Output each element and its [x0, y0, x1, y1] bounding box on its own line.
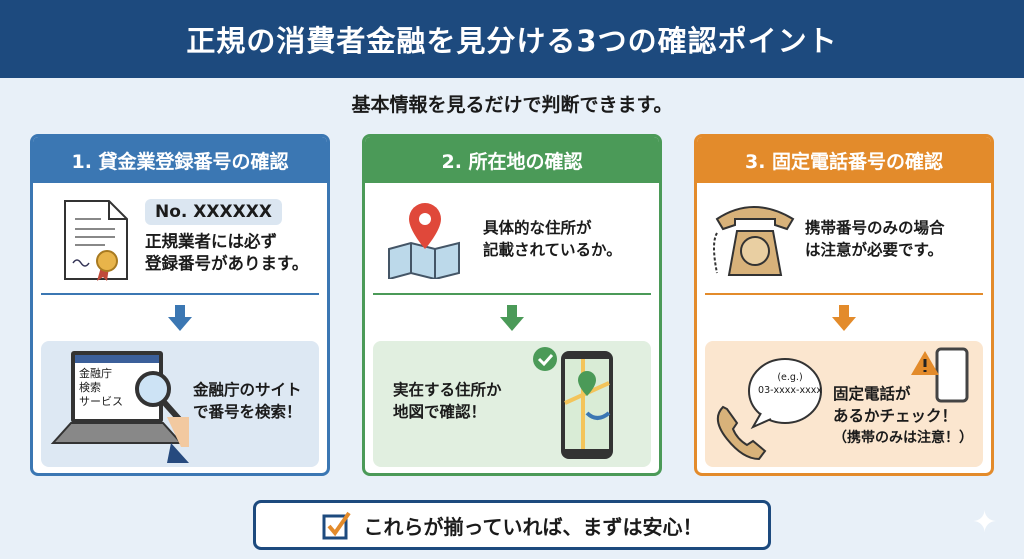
- card-top-text: 具体的な住所が記載されているか。: [483, 219, 622, 259]
- card-header: 1. 貸金業登録番号の確認: [33, 137, 327, 183]
- card-address: 2. 所在地の確認 具体的な住所が記載されているか。 実在する住所か地図で確認！: [362, 134, 662, 476]
- map-pin-icon: [388, 203, 460, 279]
- card-bottom-panel: (e.g.)03-xxxx-xxxx 固定電話があるかチェック！（携帯のみは注意…: [705, 341, 983, 467]
- phone-handset-speech-icon: [716, 358, 822, 461]
- subtitle: 基本情報を見るだけで判断できます。: [351, 94, 673, 116]
- card-top-text: 携帯番号のみの場合は注意が必要です。: [805, 219, 945, 259]
- laptop-search-icon: [50, 351, 189, 463]
- speech-bubble-text: (e.g.)03-xxxx-xxxx: [758, 372, 822, 396]
- warning-smartphone-icon: [911, 347, 969, 403]
- card-landline: 3. 固定電話番号の確認 携帯番号のみの場合は注意が必要です。 (e.g.)03…: [694, 134, 994, 476]
- card-bottom-text: 固定電話があるかチェック！（携帯のみは注意！）: [833, 385, 973, 446]
- card-header: 2. 所在地の確認: [365, 137, 659, 183]
- card-header: 3. 固定電話番号の確認: [697, 137, 991, 183]
- card-bottom-panel: 実在する住所か地図で確認！: [373, 341, 651, 467]
- banner-text: これらが揃っていれば、まずは安心！: [363, 514, 703, 539]
- certificate-icon: [64, 200, 128, 281]
- card-top-text: 正規業者には必ず登録番号があります。: [145, 232, 309, 273]
- checkbox-check-icon: [322, 511, 351, 540]
- divider: [705, 293, 983, 295]
- divider: [373, 293, 651, 295]
- page-title: 正規の消費者金融を見分ける3つの確認ポイント: [186, 24, 838, 58]
- title-bar: 正規の消費者金融を見分ける3つの確認ポイント: [0, 0, 1024, 78]
- smartphone-map-icon: [533, 347, 613, 459]
- sparkle-icon: ✦: [972, 505, 998, 540]
- card-registration-number: 1. 貸金業登録番号の確認 No. XXXXXX 正規業者には必ず登録番号があり…: [30, 134, 330, 476]
- card-bottom-text: 金融庁のサイトで番号を検索！: [193, 381, 302, 421]
- divider: [41, 293, 319, 295]
- card-bottom-panel: 金融庁検索サービス 金融庁のサイトで番号を検索！: [41, 341, 319, 467]
- rotary-phone-icon: [713, 206, 795, 276]
- arrow-down-icon: [832, 305, 856, 331]
- screen-text: 金融庁検索サービス: [79, 367, 123, 408]
- arrow-down-icon: [500, 305, 524, 331]
- registration-number-badge: No. XXXXXX: [145, 199, 282, 225]
- conclusion-banner: これらが揃っていれば、まずは安心！: [253, 500, 771, 550]
- arrow-down-icon: [168, 305, 192, 331]
- card-bottom-text: 実在する住所か地図で確認！: [393, 381, 502, 421]
